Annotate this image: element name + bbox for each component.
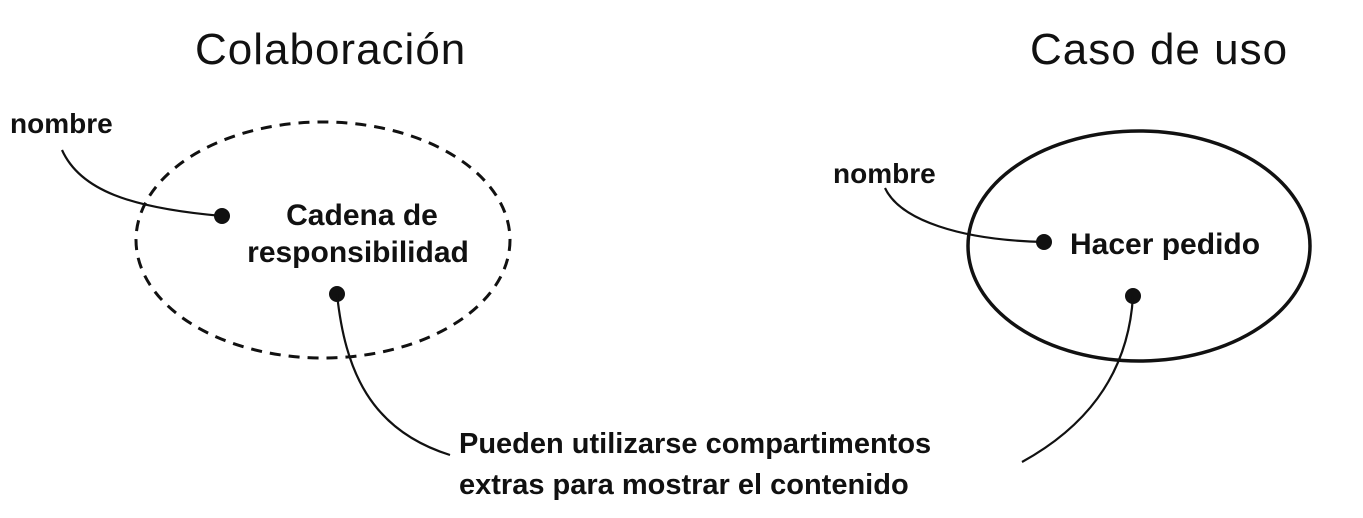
collaboration-name-callout: nombre xyxy=(10,108,113,139)
collaboration-name-line2: responsibilidad xyxy=(247,236,469,269)
use-case-title: Caso de uso xyxy=(1030,25,1289,74)
note-line2: extras para mostrar el contenido xyxy=(459,469,909,501)
collaboration-title: Colaboración xyxy=(195,25,467,74)
collaboration-ellipse xyxy=(134,120,512,360)
note-line1: Pueden utilizarse compartimentos xyxy=(459,428,932,460)
use-case-name-callout: nombre xyxy=(833,158,936,189)
use-case-name: Hacer pedido xyxy=(1070,228,1261,261)
collaboration-name-line1: Cadena de xyxy=(286,199,438,232)
collaboration-name-dot xyxy=(214,208,230,224)
use-case-name-leader xyxy=(884,187,1045,244)
collaboration-compartment-leader xyxy=(335,293,451,457)
collaboration-name: Cadena de responsibilidad xyxy=(228,197,488,271)
use-case-ellipse xyxy=(966,129,1312,363)
use-case-compartment-leader xyxy=(1021,295,1135,463)
use-case-name-dot xyxy=(1036,234,1052,250)
collaboration-name-leader xyxy=(60,149,223,218)
